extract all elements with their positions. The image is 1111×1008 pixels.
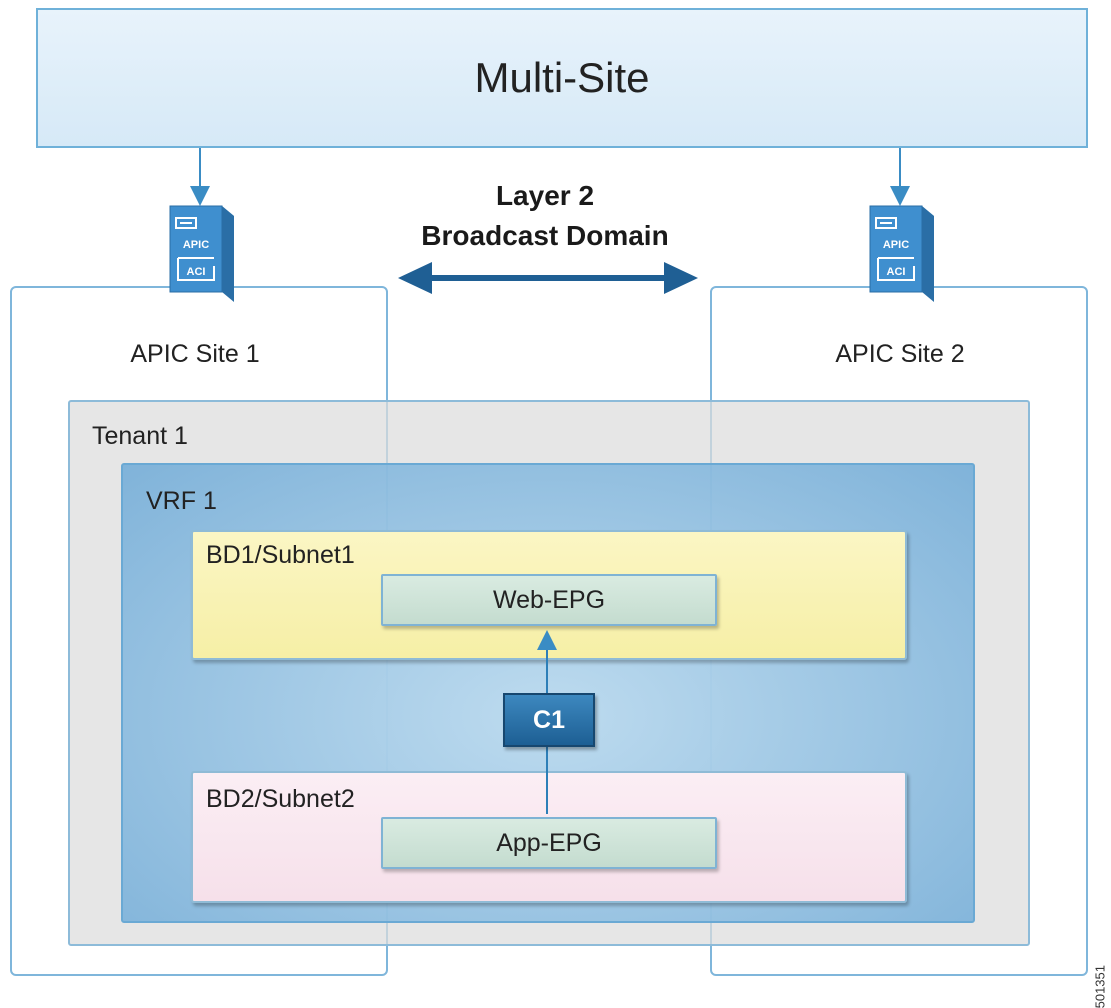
multi-site-banner: Multi-Site (36, 8, 1088, 148)
web-epg-label: Web-EPG (492, 585, 606, 614)
broadcast-domain-line1: Layer 2 (495, 180, 595, 211)
apic-controller-icon: APIC ACI (169, 205, 234, 302)
bd2-label: BD2/Subnet2 (206, 785, 355, 813)
apic-icon-bottom-text: ACI (887, 266, 906, 278)
tenant-label: Tenant 1 (92, 422, 188, 450)
broadcast-domain-arrow (398, 262, 698, 294)
apic-controller-icon: APIC ACI (869, 205, 934, 302)
broadcast-domain-title: Layer 2 Broadcast Domain (390, 176, 700, 256)
broadcast-domain-line2: Broadcast Domain (421, 220, 669, 251)
vrf-label: VRF 1 (146, 487, 217, 515)
multi-site-title: Multi-Site (474, 54, 650, 101)
web-epg: Web-EPG (381, 574, 717, 626)
apic-icon-top-text: APIC (883, 239, 909, 251)
contract-label: C1 (533, 705, 565, 734)
apic-icon-bottom-text: ACI (187, 266, 206, 278)
bd1-label: BD1/Subnet1 (206, 541, 355, 569)
apic-icon-top-text: APIC (183, 239, 209, 251)
figure-id: 501351 (1092, 965, 1107, 1008)
apic-site-2-label: APIC Site 2 (835, 340, 965, 368)
app-epg-label: App-EPG (496, 828, 602, 857)
connector-layer (190, 148, 910, 814)
contract-c1: C1 (503, 693, 595, 747)
app-epg: App-EPG (381, 817, 717, 869)
apic-site-1-label: APIC Site 1 (130, 340, 260, 368)
